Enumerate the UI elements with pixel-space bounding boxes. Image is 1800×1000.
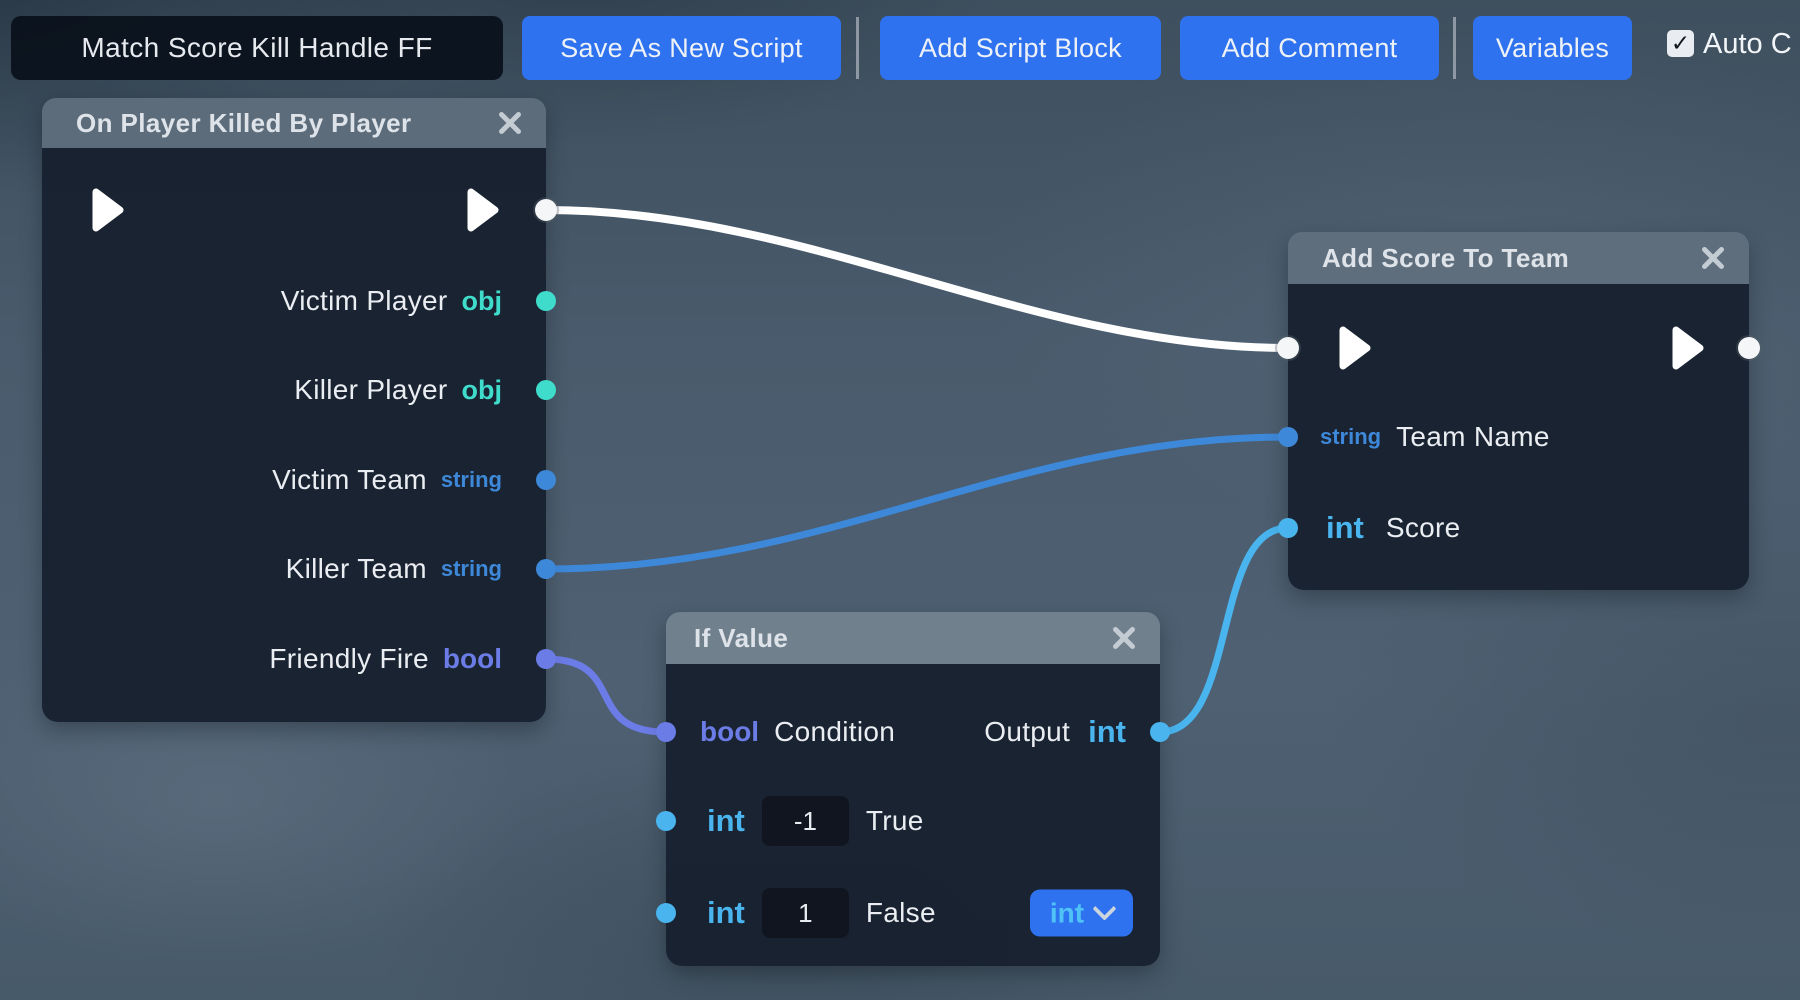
port-row: int Score [1288, 510, 1749, 546]
port-row: Killer Team string [42, 553, 546, 585]
port-type-tag: int [1326, 510, 1364, 545]
close-icon[interactable] [1699, 244, 1727, 272]
port-score[interactable] [1278, 518, 1298, 538]
node-if-value[interactable]: If Value bool Condition Output int int -… [656, 612, 1170, 966]
branch-label: True [865, 805, 924, 836]
toolbar: Match Score Kill Handle FF Save As New S… [0, 0, 1800, 96]
port-type-tag: obj [461, 374, 503, 405]
port-type-tag: bool [442, 643, 502, 674]
port-label: Killer Player [294, 374, 448, 405]
play-icon [1337, 325, 1373, 371]
auto-checkbox[interactable]: ✓ [1667, 30, 1694, 57]
port-label: Killer Team [285, 553, 427, 584]
add-script-block-button[interactable]: Add Script Block [880, 16, 1161, 80]
node-title: Add Score To Team [1322, 242, 1570, 273]
port-label: Condition [774, 716, 896, 747]
port-label: Output [984, 716, 1071, 747]
type-dropdown[interactable]: int [1030, 889, 1133, 937]
close-icon[interactable] [496, 109, 524, 137]
wire-exec[interactable] [542, 206, 1292, 352]
port-row: Victim Player obj [42, 285, 546, 317]
script-name-input[interactable]: Match Score Kill Handle FF [11, 16, 503, 80]
port-exec-out[interactable] [1738, 337, 1760, 359]
save-as-new-script-button[interactable]: Save As New Script [522, 16, 841, 80]
play-icon [465, 187, 501, 233]
port-killer-player[interactable] [536, 380, 556, 400]
chevron-down-icon [1092, 896, 1117, 921]
port-team-name[interactable] [1278, 427, 1298, 447]
node-header[interactable]: If Value [666, 612, 1160, 664]
add-comment-button[interactable]: Add Comment [1180, 16, 1439, 80]
port-friendly-fire[interactable] [536, 649, 556, 669]
port-label: Score [1385, 512, 1461, 543]
port-row: string Team Name [1288, 421, 1749, 453]
wire-friendly-fire-to-condition[interactable] [542, 655, 670, 736]
branch-label: False [865, 897, 936, 928]
false-value-input[interactable]: 1 [761, 888, 849, 938]
port-label: Friendly Fire [269, 643, 429, 674]
port-row: Friendly Fire bool [42, 643, 546, 675]
type-dropdown-value: int [1049, 897, 1085, 928]
port-row: int -1 True [666, 796, 1160, 846]
port-row: Victim Team string [42, 464, 546, 496]
port-type-tag: int [707, 895, 745, 930]
port-type-tag: int [1088, 714, 1126, 749]
port-exec-out[interactable] [535, 199, 557, 221]
port-label: Victim Player [280, 285, 448, 316]
wire-output-to-score[interactable] [1156, 524, 1292, 736]
auto-checkbox-label: Auto C [1703, 28, 1792, 60]
toolbar-divider [1453, 17, 1456, 79]
port-victim-player[interactable] [536, 291, 556, 311]
port-type-tag: string [440, 467, 502, 492]
port-true-value[interactable] [656, 811, 676, 831]
port-killer-team[interactable] [536, 559, 556, 579]
variables-button[interactable]: Variables [1473, 16, 1632, 80]
port-victim-team[interactable] [536, 470, 556, 490]
port-row: int 1 False [666, 888, 1160, 938]
port-type-tag: obj [461, 285, 503, 316]
port-label: Team Name [1396, 421, 1550, 452]
node-add-score-to-team[interactable]: Add Score To Team string Team Name int S… [1277, 232, 1760, 590]
wire-killer-team-to-team-name[interactable] [542, 433, 1292, 573]
node-header[interactable]: Add Score To Team [1288, 232, 1749, 284]
port-type-tag: bool [700, 716, 760, 747]
close-icon[interactable] [1110, 624, 1138, 652]
port-row: bool Condition Output int [666, 714, 1160, 750]
true-value-input[interactable]: -1 [761, 796, 849, 846]
port-type-tag: string [1320, 424, 1382, 449]
node-title: On Player Killed By Player [76, 107, 412, 138]
node-on-player-killed-by-player[interactable]: On Player Killed By Player Victim Player… [42, 98, 557, 722]
toolbar-divider [856, 17, 859, 79]
port-row: Killer Player obj [42, 374, 546, 406]
port-false-value[interactable] [656, 903, 676, 923]
play-icon [90, 187, 126, 233]
port-exec-in[interactable] [1277, 337, 1299, 359]
port-type-tag: int [707, 803, 745, 838]
port-type-tag: string [440, 556, 502, 581]
port-label: Victim Team [272, 464, 427, 495]
play-icon [1670, 325, 1706, 371]
port-condition[interactable] [656, 722, 676, 742]
node-title: If Value [694, 622, 789, 653]
checkmark-icon: ✓ [1670, 30, 1691, 56]
node-header[interactable]: On Player Killed By Player [42, 98, 546, 148]
port-output[interactable] [1150, 722, 1170, 742]
